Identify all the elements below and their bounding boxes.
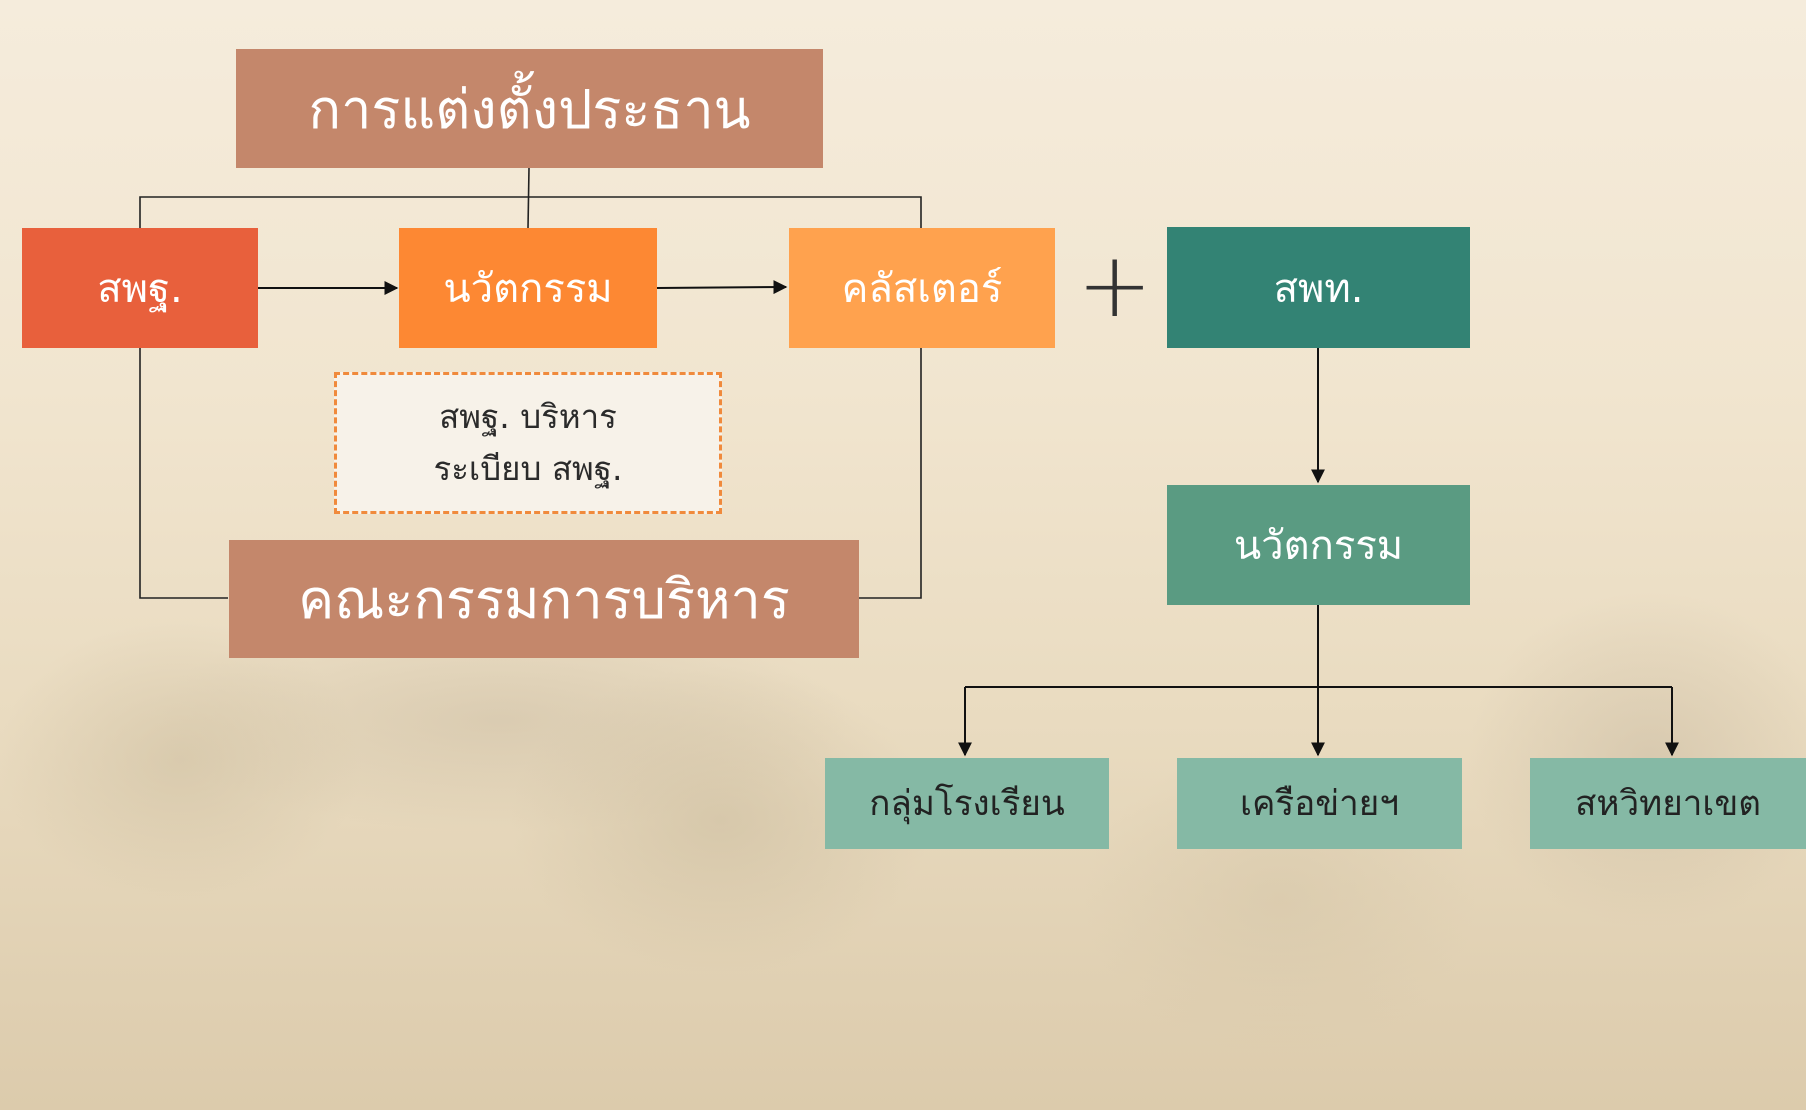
leaf-label-1: กลุ่มโรงเรียน (869, 784, 1065, 824)
leaf-box-3: สหวิทยาเขต (1530, 758, 1806, 849)
note-line-1: สพฐ. บริหาร (439, 397, 617, 436)
note-line-2: ระเบียบ สพฐ. (433, 449, 623, 488)
right-middle-box: นวัตกรรม (1167, 485, 1470, 605)
title-connector (527, 167, 530, 229)
leaf-box-2: เครือข่ายฯ (1177, 758, 1462, 849)
leaf-box-1: กลุ่มโรงเรียน (825, 758, 1109, 849)
right-top-label: สพท. (1273, 265, 1364, 312)
node-1-label: สพฐ. (97, 266, 183, 312)
node-3-label: คลัสเตอร์ (841, 266, 1003, 312)
bottom-bracket-left (139, 348, 228, 599)
right-top-box: สพท. (1167, 227, 1470, 348)
plus-sign: + (1077, 233, 1153, 338)
right-middle-label: นวัตกรรม (1233, 523, 1404, 569)
top-bracket (139, 196, 922, 228)
node-2-box: นวัตกรรม (399, 228, 657, 348)
leaf-label-2: เครือข่ายฯ (1240, 784, 1399, 824)
title-box: การแต่งตั้งประธาน (236, 49, 823, 168)
committee-label: คณะกรรมการบริหาร (298, 568, 790, 631)
note-box: สพฐ. บริหาร ระเบียบ สพฐ. (334, 372, 722, 514)
node-2-label: นวัตกรรม (443, 266, 613, 312)
bottom-bracket-right (859, 348, 922, 599)
node-1-box: สพฐ. (22, 228, 258, 348)
leaf-label-3: สหวิทยาเขต (1575, 784, 1761, 824)
committee-box: คณะกรรมการบริหาร (229, 540, 859, 658)
title-label: การแต่งตั้งประธาน (308, 77, 751, 141)
arrow-node2-node3 (656, 280, 788, 295)
node-3-box: คลัสเตอร์ (789, 228, 1055, 348)
